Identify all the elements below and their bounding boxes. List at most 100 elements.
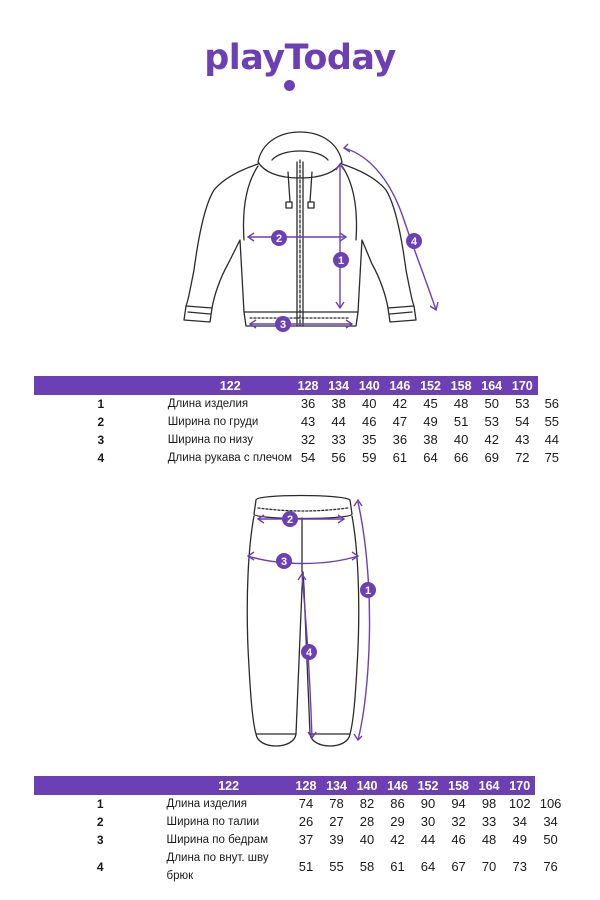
cell: 66 — [453, 450, 469, 465]
cell: 55 — [329, 859, 344, 874]
cell: 44 — [420, 832, 436, 847]
pants-size-164: 164 — [478, 778, 500, 793]
cell: 54 — [515, 414, 530, 429]
cell: 67 — [451, 859, 466, 874]
cell: 53 — [484, 414, 499, 429]
cell: 40 — [359, 832, 375, 847]
cell: 42 — [390, 832, 405, 847]
cell: 44 — [544, 432, 560, 447]
pants-svg: 1 2 3 4 — [246, 494, 376, 747]
cell: 73 — [512, 859, 527, 874]
jacket-mark-2: 2 — [276, 233, 282, 245]
table-row: 1 Длина изделия 74 78 82 86 90 94 98 102… — [34, 795, 566, 813]
cell: 27 — [329, 814, 344, 829]
cell: 53 — [515, 396, 530, 411]
pants-table-header: 122 128 134 140 146 152 158 164 170 — [34, 776, 566, 795]
cell: 30 — [420, 814, 436, 829]
jacket-size-140: 140 — [358, 378, 380, 393]
cell: 33 — [481, 814, 497, 829]
cell: 40 — [362, 396, 377, 411]
pants-size-table: 122 128 134 140 146 152 158 164 170 1 Дл… — [34, 776, 566, 885]
cell: 48 — [453, 396, 469, 411]
cell: 34 — [512, 814, 527, 829]
cell: 106 — [539, 796, 562, 811]
jacket-size-164: 164 — [481, 378, 503, 393]
cell: 43 — [515, 432, 530, 447]
cell: 38 — [331, 396, 346, 411]
pants-size-146: 146 — [387, 778, 408, 793]
cell: 47 — [392, 414, 408, 429]
jacket-size-170: 170 — [511, 378, 533, 393]
cell: 26 — [298, 814, 314, 829]
table-row: 2 Ширина по груди 43 44 46 47 49 51 53 5… — [34, 413, 566, 431]
pants-size-122: 122 — [218, 778, 240, 793]
cell: 94 — [451, 796, 466, 811]
pants-size-128: 128 — [295, 778, 317, 793]
row-label: Ширина по бедрам — [166, 834, 269, 846]
jacket-mark-4: 4 — [411, 236, 418, 248]
cell: 36 — [392, 432, 408, 447]
jacket-size-146: 146 — [389, 378, 411, 393]
jacket-table-header: 122 128 134 140 146 152 158 164 170 — [34, 376, 566, 395]
row-label: Длина изделия — [167, 398, 249, 410]
pants-mark-4: 4 — [306, 647, 313, 659]
jacket-size-134: 134 — [328, 378, 350, 393]
cell: 32 — [300, 432, 316, 447]
brand-logo-text: playToday — [204, 38, 396, 78]
row-label: Длина рукава с плечом — [167, 452, 293, 464]
row-number: 2 — [97, 415, 105, 429]
jacket-size-158: 158 — [450, 378, 472, 393]
pants-header-blank — [34, 776, 167, 795]
pants-size-134: 134 — [326, 778, 347, 793]
cell: 46 — [451, 832, 466, 847]
jacket-size-152: 152 — [420, 378, 441, 393]
jacket-size-table: 122 128 134 140 146 152 158 164 170 1 Дл… — [34, 376, 566, 467]
cell: 45 — [423, 396, 438, 411]
cell: 43 — [300, 414, 316, 429]
cell: 40 — [453, 432, 469, 447]
cell: 102 — [508, 796, 531, 811]
cell: 70 — [481, 859, 497, 874]
cell: 69 — [484, 450, 499, 465]
row-label: Длина изделия — [166, 798, 247, 810]
row-label: Ширина по груди — [167, 416, 259, 428]
jacket-size-128: 128 — [297, 378, 319, 393]
jacket-mark-3: 3 — [280, 319, 286, 331]
row-label: Ширина по талии — [166, 816, 260, 828]
jacket-svg: 1 2 3 4 — [183, 131, 439, 332]
cell: 34 — [543, 814, 558, 829]
pants-drawing: 1 2 3 4 — [0, 488, 600, 763]
row-number: 1 — [96, 797, 104, 811]
jacket-mark-1: 1 — [338, 255, 344, 267]
table-row: 2 Ширина по талии 26 27 28 29 30 32 33 3… — [34, 813, 566, 831]
cell: 50 — [543, 832, 558, 847]
cell: 51 — [453, 414, 469, 429]
row-label: Ширина по низу — [167, 434, 253, 446]
row-number: 3 — [97, 433, 105, 447]
cell: 44 — [331, 414, 346, 429]
jacket-size-122: 122 — [219, 378, 241, 393]
pants-size-140: 140 — [356, 778, 378, 793]
cell: 78 — [329, 796, 344, 811]
brand-logo-dot — [284, 80, 295, 91]
row-number: 3 — [96, 833, 104, 847]
cell: 39 — [329, 832, 344, 847]
cell: 49 — [512, 832, 527, 847]
pants-mark-3: 3 — [281, 556, 287, 568]
pants-size-170: 170 — [509, 778, 531, 793]
cell: 61 — [392, 450, 408, 465]
cell: 61 — [390, 859, 405, 874]
cell: 42 — [484, 432, 499, 447]
jacket-drawing: 1 2 3 4 — [0, 120, 600, 350]
row-label: Длина по внут. шву брюк — [166, 852, 269, 882]
cell: 51 — [298, 859, 314, 874]
cell: 86 — [390, 796, 405, 811]
cell: 48 — [481, 832, 497, 847]
cell: 74 — [298, 796, 314, 811]
cell: 82 — [359, 796, 375, 811]
cell: 90 — [420, 796, 436, 811]
cell: 56 — [544, 396, 560, 411]
cell: 32 — [451, 814, 466, 829]
table-row: 4 Длина рукава с плечом 54 56 59 61 64 6… — [34, 449, 566, 467]
table-row: 1 Длина изделия 36 38 40 42 45 48 50 53 … — [34, 395, 566, 413]
